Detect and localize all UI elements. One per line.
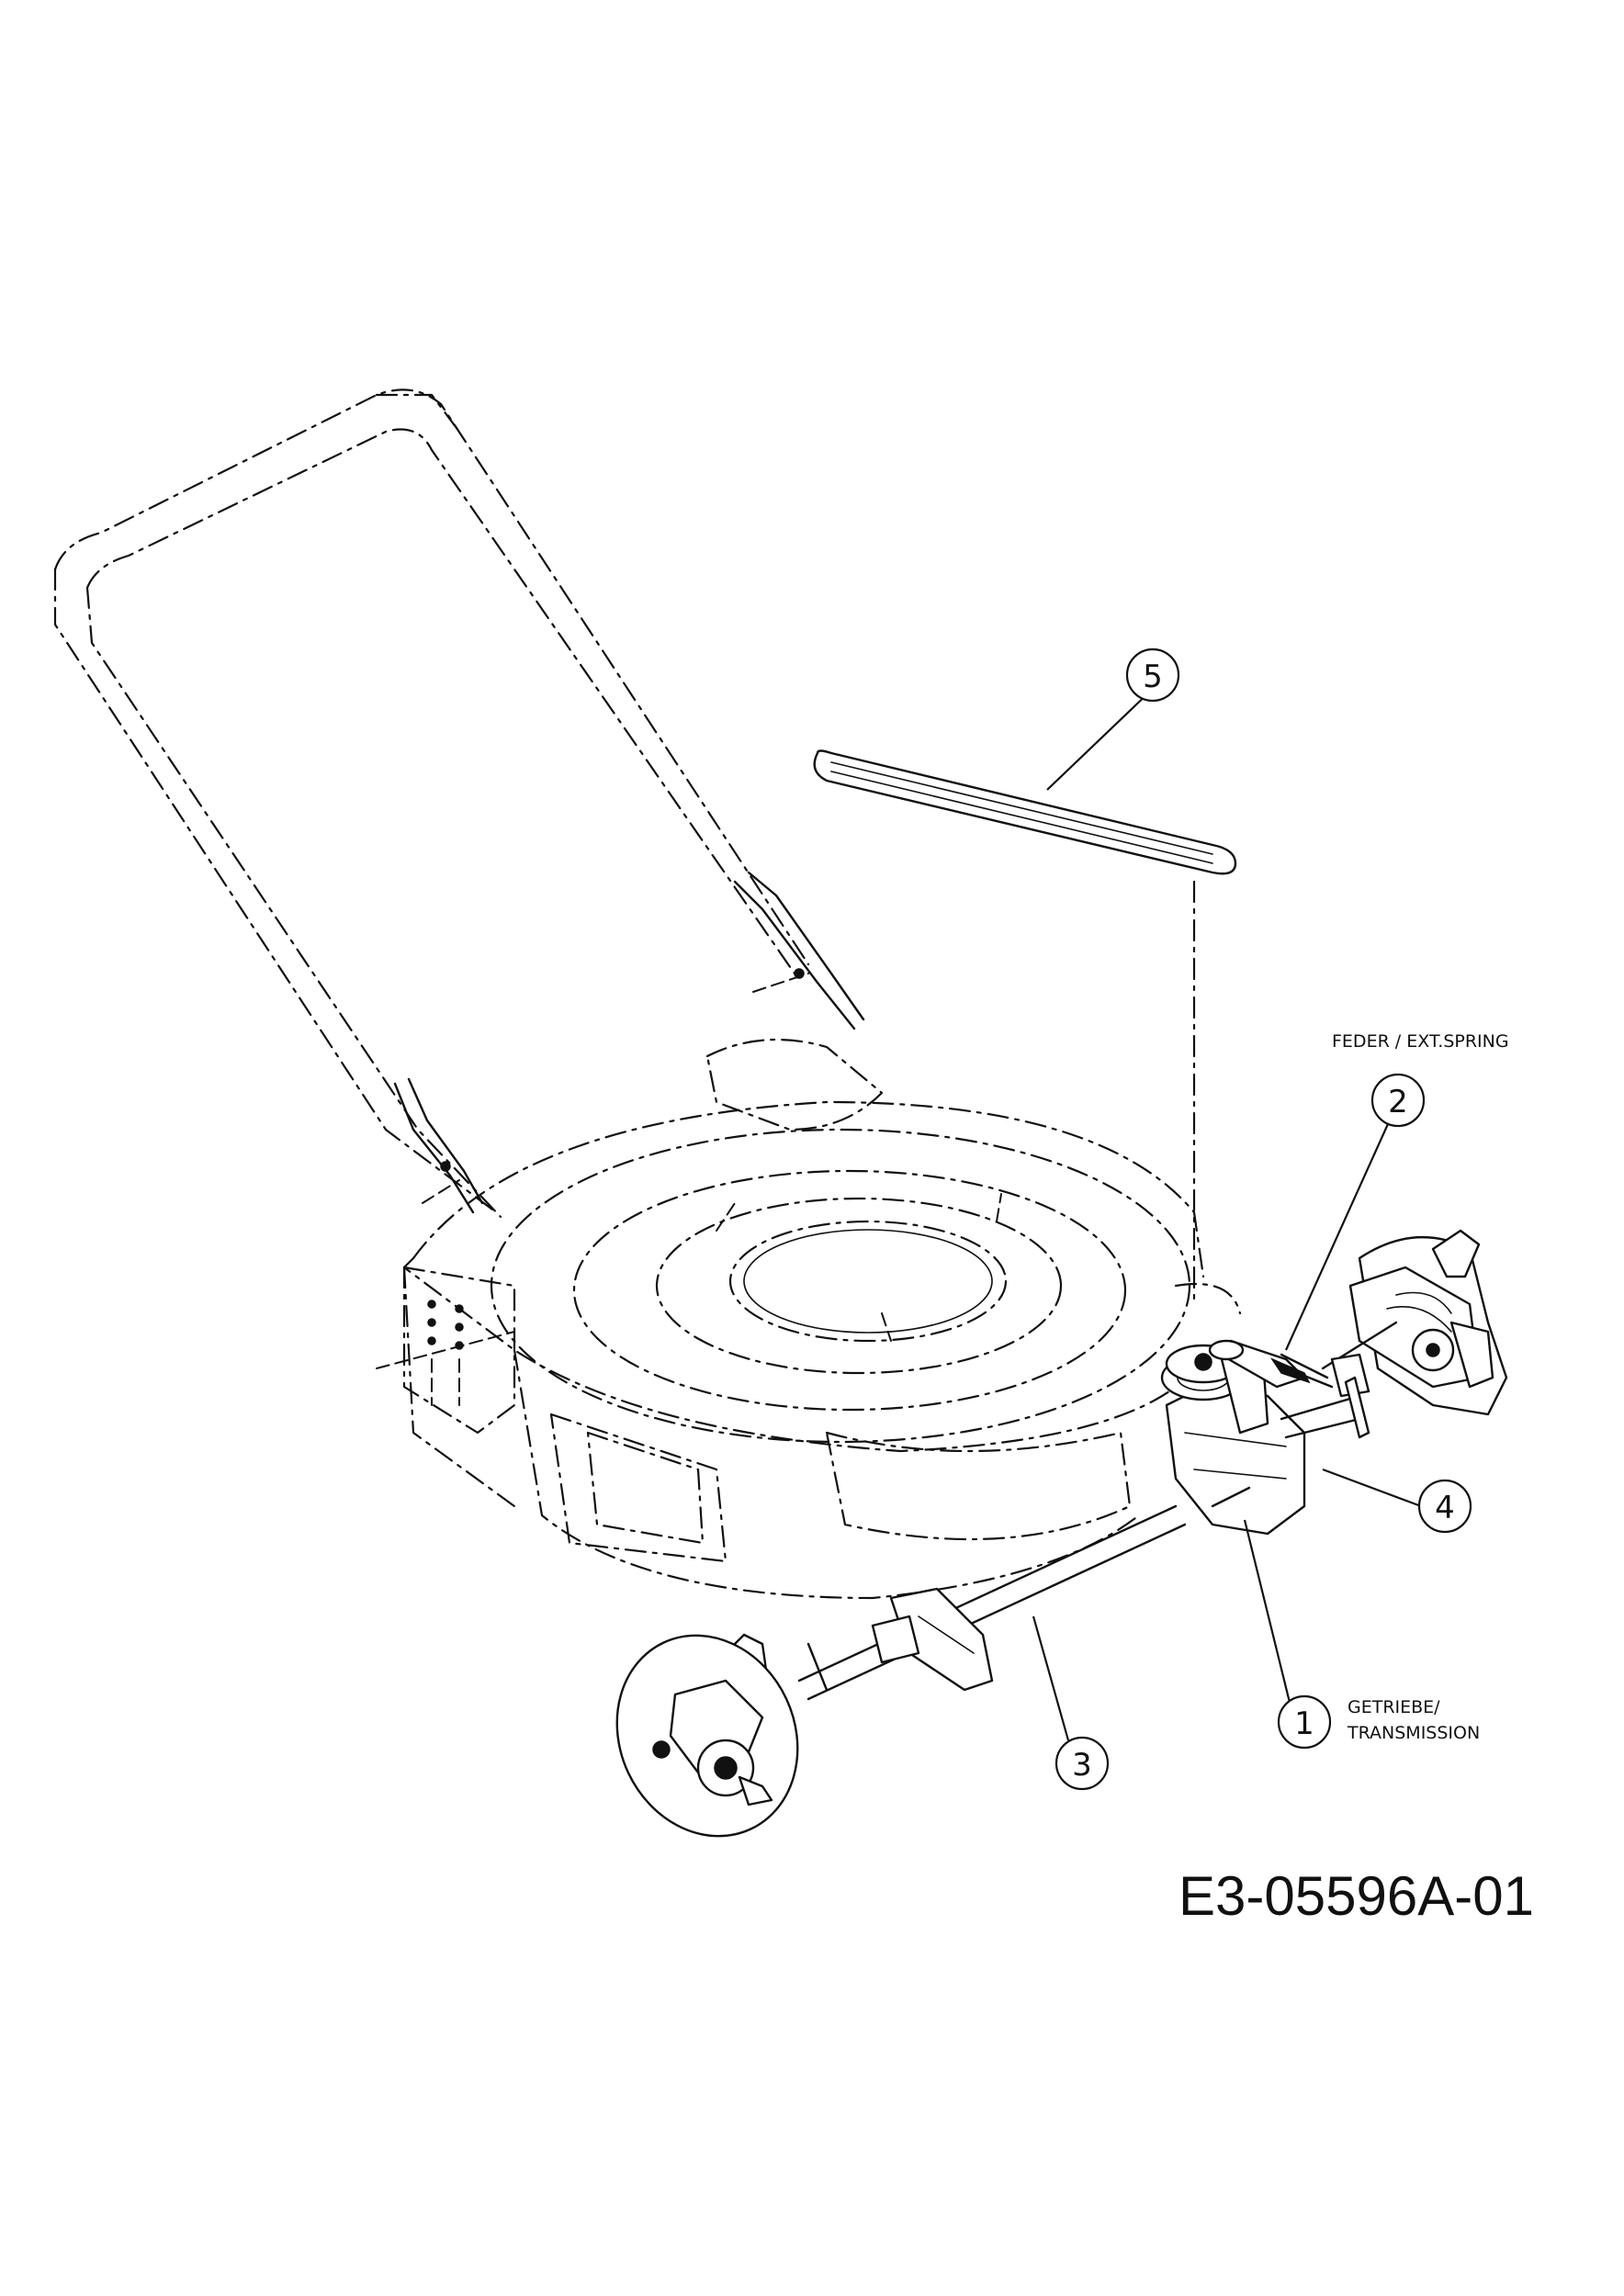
handle-phantom [53,388,865,1219]
callout-2: 2 FEDER / EXT.SPRING [1332,1031,1509,1128]
callout-1-label-line-2: TRANSMISSION [1347,1723,1480,1743]
callout-5: 5 [1125,647,1180,703]
axle-and-left-wheel [615,1504,1187,1838]
callout-2-label: FEDER / EXT.SPRING [1332,1031,1509,1052]
transmission [1160,1344,1306,1536]
callout-3: 3 [1054,1736,1110,1791]
right-wheel-assembly [1280,1229,1508,1439]
document-id: E3-05596A-01 [1179,1865,1534,1927]
mower-deck-phantom [402,1038,1242,1600]
callout-2-number: 2 [1388,1084,1408,1120]
callout-1-number: 1 [1294,1705,1314,1742]
callout-1: 1 GETRIEBE/ TRANSMISSION [1277,1694,1480,1750]
callout-4: 4 [1417,1479,1472,1534]
callout-leaders [1032,688,1422,1741]
callout-5-number: 5 [1143,658,1163,695]
front-bracket-phantom [376,1266,516,1435]
extension-spring-arm [1208,1339,1334,1389]
callout-4-number: 4 [1435,1490,1455,1526]
callout-1-label-line-1: GETRIEBE/ [1348,1697,1440,1717]
drive-belt [813,749,1237,1306]
callout-3-number: 3 [1072,1747,1092,1784]
